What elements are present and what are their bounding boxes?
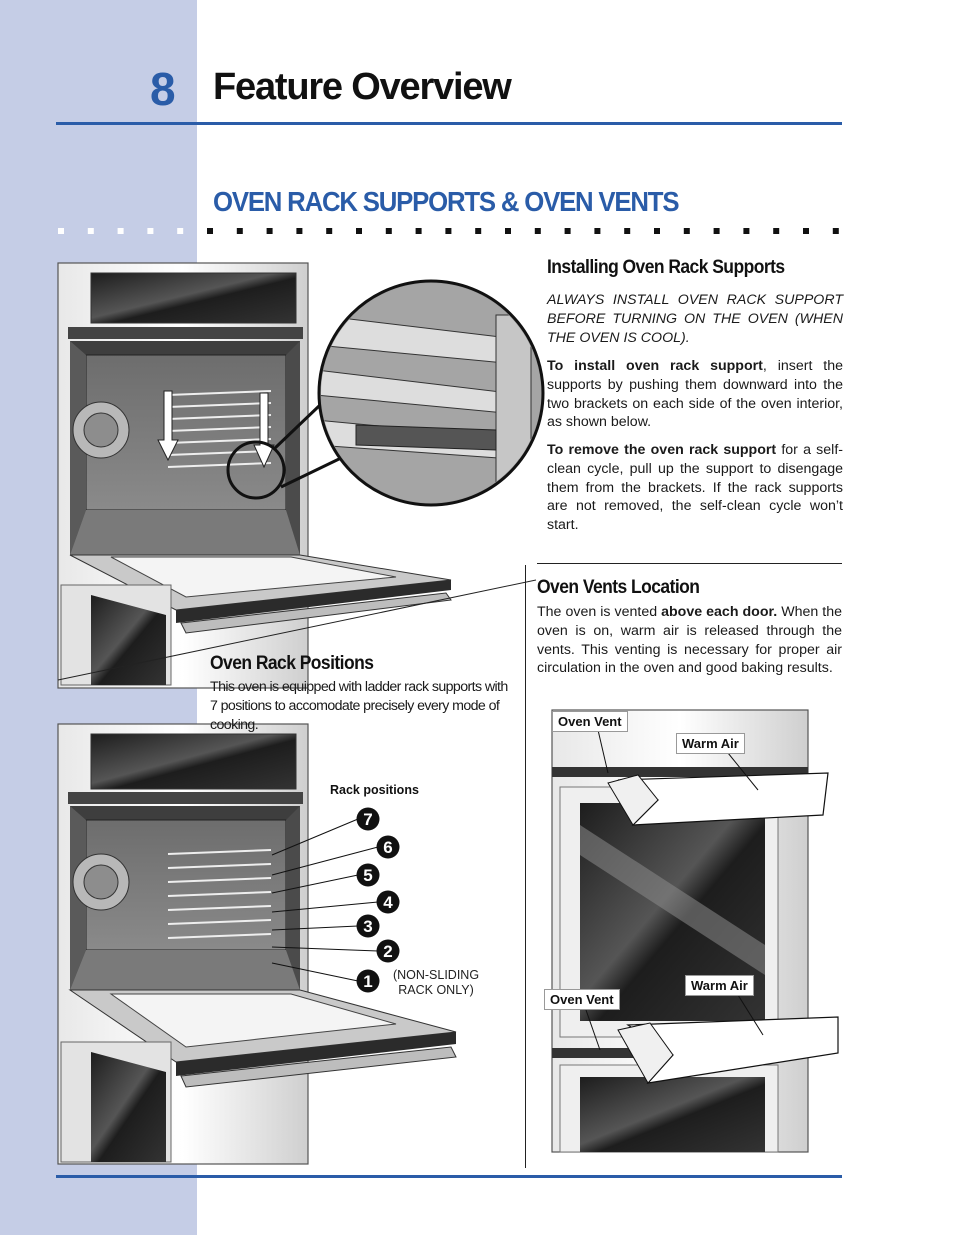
remove-text: for a self-clean cycle, pull up the supp… [547, 442, 843, 534]
divider-dot [58, 228, 64, 234]
divider-dot [296, 228, 303, 234]
divider-dot [445, 228, 452, 234]
rack-number-6: 6 [383, 838, 392, 857]
dotted-divider [58, 228, 839, 234]
divider-dot [475, 228, 482, 234]
divider-dot [356, 228, 362, 234]
divider-dot [594, 228, 601, 234]
rack-number-2: 2 [383, 942, 392, 961]
oven-vents-illustration [551, 709, 839, 1153]
vents-heading: Oven Vents Location [537, 577, 700, 598]
vents-text-pre: The oven is vented [537, 604, 662, 620]
rack-positions-label: Rack positions [330, 783, 419, 797]
divider-dot [564, 228, 571, 234]
rack-number-4: 4 [383, 893, 393, 912]
rack-number-badge [356, 914, 380, 938]
vents-paragraph: The oven is vented above each door. When… [537, 603, 842, 678]
divider-dot [236, 228, 243, 234]
divider-dot [743, 228, 750, 234]
rack-number-badge [376, 835, 400, 859]
rack-number-5: 5 [363, 866, 372, 885]
divider-dot [87, 228, 94, 234]
positions-paragraph: This oven is equipped with ladder rack s… [210, 679, 508, 733]
installing-warning: ALWAYS INSTALL OVEN RACK SUPPORT BEFORE … [547, 292, 843, 346]
divider-dot [147, 228, 154, 234]
footer-rule [56, 1175, 842, 1178]
divider-dot [683, 228, 690, 234]
divider-dot [326, 228, 333, 234]
rack-number-7: 7 [363, 810, 372, 829]
divider-dot [534, 228, 541, 234]
rack-number-badge [356, 969, 380, 993]
header-rule [56, 122, 842, 125]
positions-heading: Oven Rack Positions [210, 653, 374, 674]
divider-dot [654, 228, 660, 234]
divider-dot [832, 228, 839, 234]
divider-dot [177, 228, 184, 234]
divider-dot [713, 228, 720, 234]
divider-dot [773, 228, 780, 234]
remove-paragraph: To remove the oven rack support for a se… [547, 441, 843, 535]
section-title: OVEN RACK SUPPORTS & OVEN VENTS [213, 186, 680, 217]
warm-air-callout-top: Warm Air [676, 733, 745, 754]
rack-number-badge [356, 863, 380, 887]
install-text: , insert the supports by pushing them do… [547, 358, 843, 431]
oven-rack-support-illustration [57, 262, 545, 689]
rack-number-badge [376, 939, 400, 963]
vents-text-post: When the oven is on, warm air is release… [537, 604, 843, 677]
column-divider [525, 565, 526, 1168]
installing-heading: Installing Oven Rack Supports [547, 257, 785, 278]
oven-rack-positions-illustration [57, 723, 457, 1165]
rack-number-badge [356, 807, 380, 831]
oven-vent-callout-bottom: Oven Vent [544, 989, 620, 1010]
install-paragraph: To install oven rack support, insert the… [547, 357, 843, 432]
remove-lead: To remove the oven rack support [547, 442, 777, 458]
warm-air-callout-bottom: Warm Air [685, 975, 754, 996]
vents-rule [537, 563, 842, 564]
rack-number-1: 1 [363, 972, 372, 991]
vents-text-bold: above each door. [661, 604, 778, 620]
rack-number-badge [376, 890, 400, 914]
divider-dot [624, 228, 631, 234]
oven-vent-callout-top: Oven Vent [552, 711, 628, 732]
install-lead: To install oven rack support [547, 358, 763, 374]
divider-dot [415, 228, 422, 234]
divider-dot [505, 228, 511, 234]
page-title: Feature Overview [213, 66, 512, 108]
divider-dot [385, 228, 392, 234]
divider-dot [207, 228, 213, 234]
divider-dot [803, 228, 809, 234]
non-sliding-note: (NON-SLIDING RACK ONLY) [392, 968, 480, 997]
divider-dot [117, 228, 124, 234]
page-number: 8 [150, 63, 176, 115]
rack-number-3: 3 [363, 917, 372, 936]
divider-dot [266, 228, 273, 234]
